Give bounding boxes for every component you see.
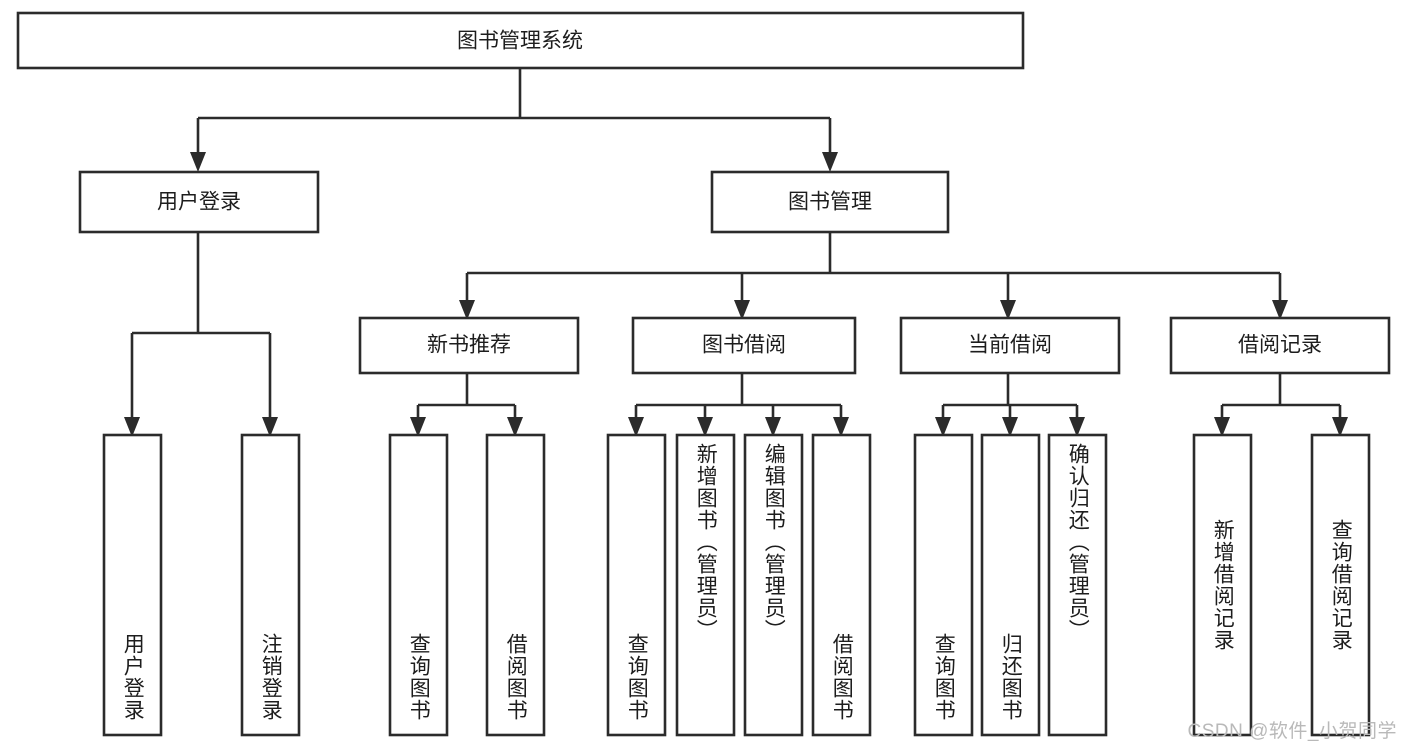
node-current-borrow-label: 当前借阅 [968, 334, 1052, 357]
node-book-borrow[interactable]: 图书借阅 [631, 316, 857, 375]
leaf-box-query-book-1[interactable] [388, 433, 449, 737]
node-borrow-record-label: 借阅记录 [1238, 334, 1322, 357]
node-user-login-label: 用户登录 [157, 191, 241, 214]
leaf-box-user-login[interactable] [102, 433, 163, 737]
leaf-box-return-book[interactable] [980, 433, 1041, 737]
arrow-to-book-management [822, 152, 838, 172]
node-root[interactable]: 图书管理系统 [16, 11, 1025, 70]
connector-current-borrow-children [941, 373, 1079, 417]
connector-user-login-children [130, 232, 272, 417]
node-root-label: 图书管理系统 [457, 30, 583, 53]
leaf-box-add-record[interactable] [1192, 433, 1253, 737]
leaf-box-confirm-return[interactable] [1047, 433, 1108, 737]
leaf-box-query-record[interactable] [1310, 433, 1371, 737]
connector-book-borrow-children [634, 373, 843, 417]
connector-book-management-children [465, 232, 1282, 300]
leaf-boxes [102, 433, 1371, 737]
leaf-box-borrow-book-2[interactable] [811, 433, 872, 737]
leaf-box-user-logout[interactable] [240, 433, 301, 737]
node-new-book-recommend[interactable]: 新书推荐 [358, 316, 580, 375]
leaf-box-query-book-2[interactable] [606, 433, 667, 737]
connector-new-book-recommend-children [416, 373, 517, 417]
arrow-to-user-login [190, 152, 206, 172]
leaf-box-query-book-3[interactable] [913, 433, 974, 737]
connector-borrow-record-children [1220, 373, 1342, 417]
node-book-management[interactable]: 图书管理 [710, 170, 950, 234]
leaf-box-edit-book[interactable] [743, 433, 804, 737]
node-borrow-record[interactable]: 借阅记录 [1169, 316, 1391, 375]
leaf-box-borrow-book-1[interactable] [485, 433, 546, 737]
node-new-book-recommend-label: 新书推荐 [427, 334, 511, 357]
node-user-login[interactable]: 用户登录 [78, 170, 320, 234]
node-book-management-label: 图书管理 [788, 191, 872, 214]
node-book-borrow-label: 图书借阅 [702, 334, 786, 357]
leaf-box-add-book[interactable] [675, 433, 736, 737]
node-current-borrow[interactable]: 当前借阅 [899, 316, 1121, 375]
connector-root-to-bus [196, 68, 832, 152]
csdn-watermark: CSDN @软件_小贺同学 [1187, 721, 1397, 742]
